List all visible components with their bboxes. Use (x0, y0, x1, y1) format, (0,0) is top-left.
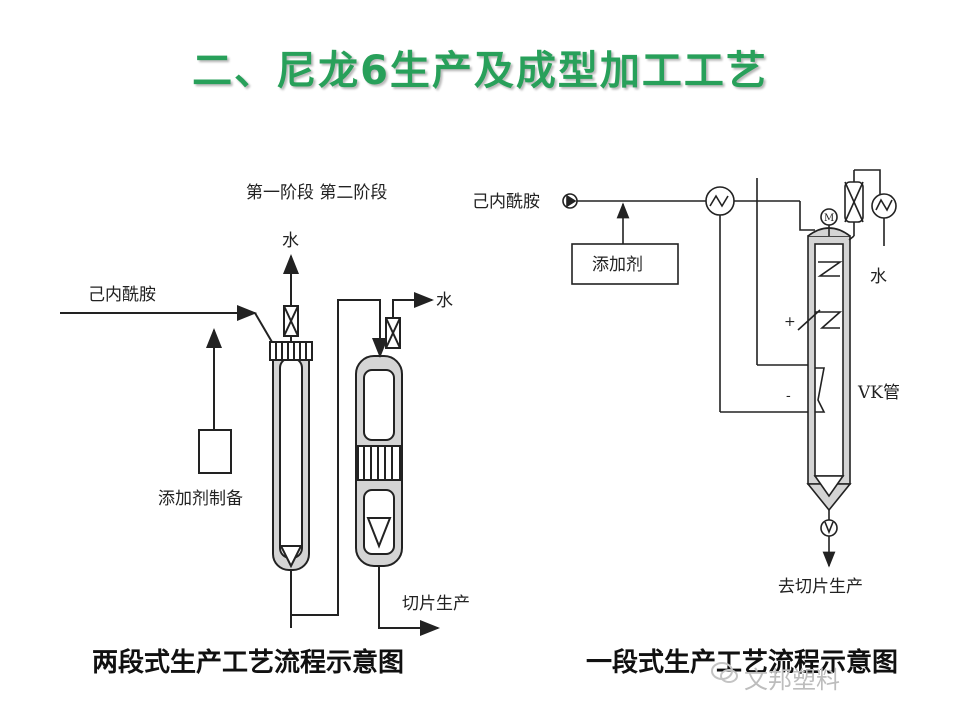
caption-two-stage: 两段式生产工艺流程示意图 (92, 648, 405, 678)
additive-box-right (571, 243, 679, 285)
motor-label: M (824, 213, 834, 224)
page-title: 二、尼龙6生产及成型加工工艺 (192, 48, 768, 94)
one-stage-diagram (562, 169, 897, 568)
stage-label: 第一阶段 第二阶段 (246, 183, 387, 203)
wechat-icon (711, 662, 738, 683)
watermark: 文邦塑料 (744, 666, 840, 694)
output-line (378, 566, 440, 636)
feed-label-left: 己内酰胺 (88, 285, 156, 305)
vk-tube (797, 208, 852, 520)
additive-label-left: 添加剂制备 (158, 489, 243, 509)
additive-box (198, 429, 232, 474)
vk-label: VK管 (857, 383, 900, 403)
plus-label: + (784, 314, 796, 330)
output-label-right: 去切片生产 (778, 577, 863, 597)
water-label-right: 水 (870, 267, 887, 287)
water-label-left-right: 水 (436, 291, 453, 311)
output-label-left: 切片生产 (402, 594, 470, 614)
feed-to-reactor-line (254, 312, 273, 343)
caption-one-stage: 一段式生产工艺流程示意图 (586, 648, 899, 678)
two-stage-diagram (60, 254, 440, 636)
water-vent-line-2 (392, 292, 434, 318)
water-label-left-top: 水 (282, 231, 299, 251)
additive-label-right: 添加剂 (592, 255, 643, 275)
stage-connect-pipe (290, 299, 381, 616)
minus-label: - (786, 388, 791, 404)
feed-label-right: 己内酰胺 (472, 192, 540, 212)
stage2-reactor (290, 292, 440, 636)
stage1-reactor (269, 254, 313, 571)
heat-exchanger (705, 186, 735, 216)
